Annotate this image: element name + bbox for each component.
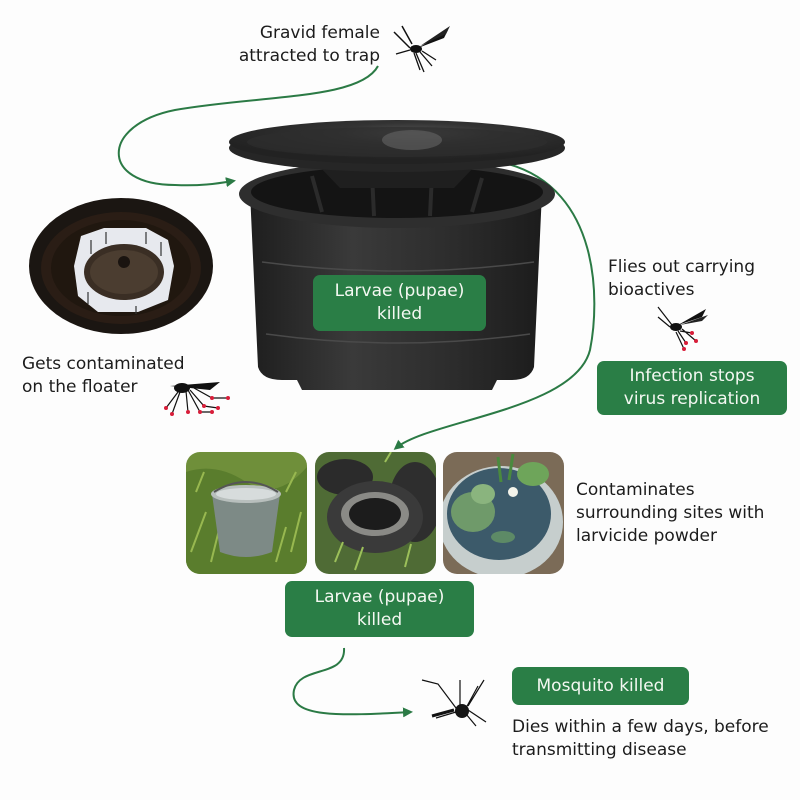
badge-line: virus replication — [623, 389, 761, 409]
badge-line: Larvae (pupae) — [334, 281, 465, 301]
caption-line: Contaminates — [576, 480, 695, 500]
caption-line: on the floater — [22, 377, 138, 397]
mosquito-killed-badge: Mosquito killed — [512, 667, 689, 705]
caption-line: Flies out carrying — [608, 257, 755, 277]
caption-line: surrounding sites with — [576, 503, 765, 523]
caption-line: Dies within a few days, before — [512, 717, 769, 737]
caption-line: Gravid female — [259, 23, 380, 43]
larvae-killed-trap-badge: Larvae (pupae) killed — [313, 275, 486, 331]
photo-water-lily-pot — [443, 452, 564, 574]
badge-line: Infection stops — [629, 366, 755, 386]
caption-line: bioactives — [608, 280, 695, 300]
badge-line: Mosquito killed — [536, 675, 665, 696]
mosquito-carrying-icon — [657, 306, 708, 351]
autodissemination-trap — [229, 120, 565, 390]
photo-discarded-tires — [315, 452, 436, 574]
dies-caption: Dies within a few days, before transmitt… — [512, 716, 800, 762]
mosquito-dead-icon — [421, 679, 487, 727]
badge-line: Larvae (pupae) — [314, 587, 445, 607]
contaminates-caption: Contaminates surrounding sites with larv… — [576, 479, 796, 548]
arrow-to-dead-mosquito — [292, 647, 413, 718]
caption-line: attracted to trap — [238, 46, 380, 66]
photo-metal-bucket — [186, 452, 307, 574]
larvae-killed-sites-badge: Larvae (pupae) killed — [285, 581, 474, 637]
badge-line: killed — [356, 610, 403, 630]
caption-line: Gets contaminated — [22, 354, 185, 374]
badge-line: killed — [376, 304, 423, 324]
infection-stops-badge: Infection stops virus replication — [597, 361, 787, 415]
caption-line: larvicide powder — [576, 526, 717, 546]
floater-caption: Gets contaminated on the floater — [22, 353, 222, 399]
floater-photo — [29, 198, 213, 334]
mosquito-flying-icon — [393, 25, 450, 73]
caption-line: transmitting disease — [512, 740, 687, 760]
flies-out-caption: Flies out carrying bioactives — [608, 256, 798, 302]
gravid-female-caption: Gravid female attracted to trap — [200, 22, 380, 68]
mosquito-contaminated-icon — [164, 382, 230, 416]
